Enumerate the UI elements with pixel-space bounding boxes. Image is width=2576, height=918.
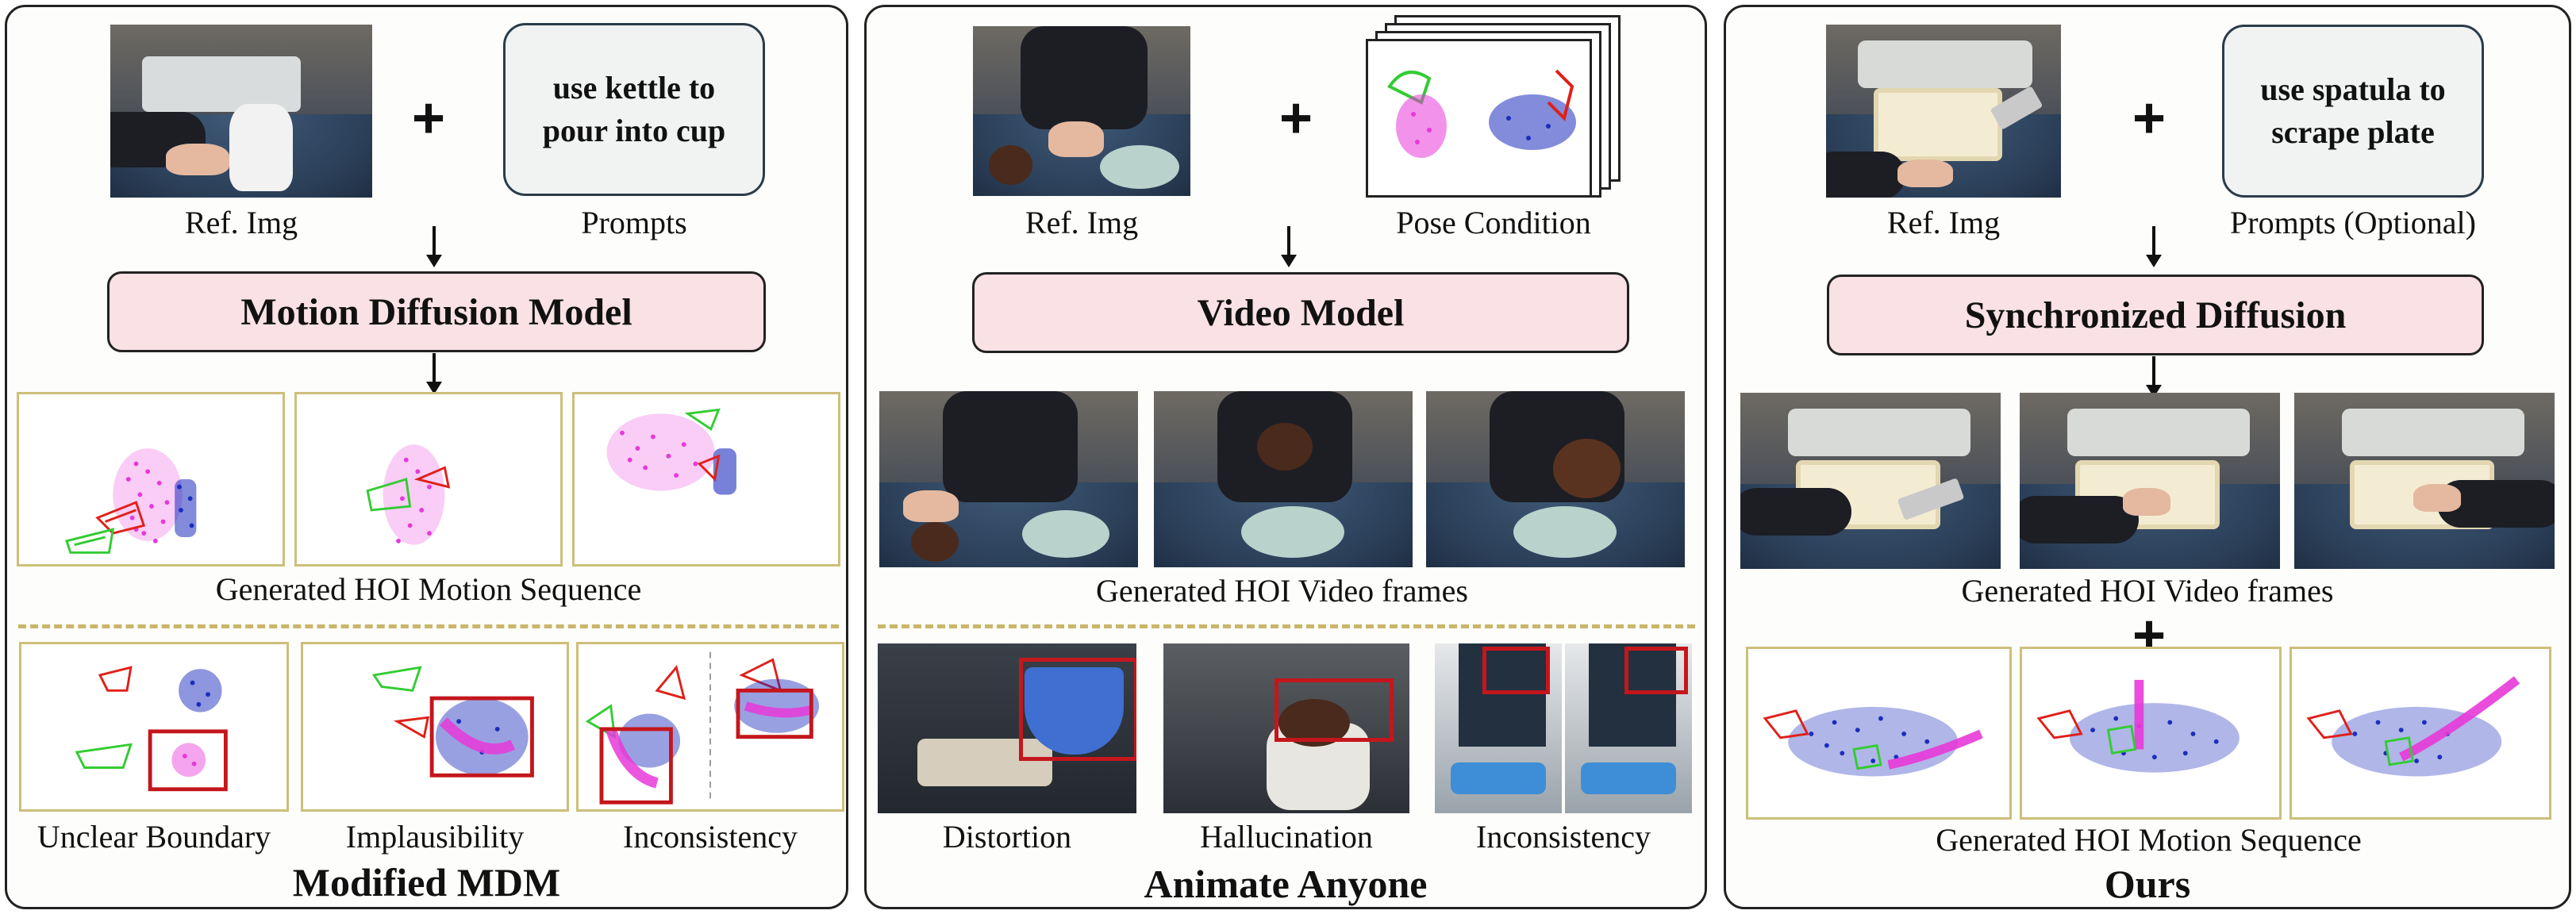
dashed-divider — [878, 624, 1695, 628]
motion-frame-3 — [2290, 647, 2551, 820]
highlight-box — [429, 696, 534, 778]
issue-frame-3 — [576, 642, 844, 812]
sequence-label: Generated HOI Motion Sequence — [1936, 822, 2362, 858]
reference-image-bowl — [973, 26, 1190, 196]
video-frame-1 — [1740, 393, 2001, 569]
down-arrow-icon — [1281, 226, 1297, 267]
issue-frame-1 — [19, 642, 289, 812]
issue-frame-inconsistency-a — [1435, 643, 1562, 813]
plus-icon: + — [412, 86, 446, 150]
motion-frame-1 — [1746, 647, 2012, 820]
issue-frame-2 — [301, 642, 569, 812]
panel-animate-anyone: Ref. Img + Pose Condition Video Model G — [864, 5, 1707, 909]
highlight-box — [599, 727, 673, 805]
prompt-box: use kettle to pour into cup — [503, 23, 765, 196]
issue-label-1: Unclear Boundary — [37, 819, 271, 855]
issue-frame-distortion — [878, 643, 1136, 813]
frames-label: Generated HOI Video frames — [1096, 573, 1468, 609]
model-label-box: Motion Diffusion Model — [107, 271, 766, 352]
frames-label: Generated HOI Video frames — [1961, 573, 2334, 609]
prompts-label: Prompts (Optional) — [2230, 205, 2476, 240]
prompts-label: Prompts — [581, 205, 687, 240]
issue-frame-hallucination — [1163, 643, 1409, 813]
panel-modified-mdm: Ref. Img + use kettle to pour into cup P… — [5, 5, 848, 909]
issue-label-2: Hallucination — [1200, 819, 1373, 855]
video-frame-3 — [2294, 393, 2555, 569]
prompt-box: use spatula to scrape plate — [2222, 25, 2484, 198]
model-label-box: Synchronized Diffusion — [1827, 275, 2484, 355]
highlight-box — [148, 729, 228, 792]
left-hand-mesh — [65, 528, 115, 554]
down-arrow-icon — [426, 226, 442, 267]
down-arrow-icon — [2146, 226, 2162, 267]
ref-img-label: Ref. Img — [184, 205, 298, 240]
panel-title: Animate Anyone — [1144, 862, 1428, 906]
pose-condition-label: Pose Condition — [1396, 205, 1591, 240]
plus-icon: + — [2132, 86, 2167, 150]
video-frame-1 — [879, 391, 1138, 567]
ref-img-label: Ref. Img — [1886, 205, 2001, 240]
highlight-box — [1019, 658, 1136, 761]
video-frame-2 — [1154, 391, 1413, 567]
video-frame-2 — [2020, 393, 2280, 569]
motion-frame-3 — [572, 392, 840, 567]
right-hand-mesh — [95, 501, 146, 535]
motion-frame-1 — [17, 392, 285, 567]
down-arrow-icon — [426, 353, 442, 394]
dashed-divider — [18, 624, 839, 628]
panel-ours: Ref. Img + use spatula to scrape plate P… — [1724, 5, 2571, 909]
model-label-box: Video Model — [972, 272, 1629, 353]
ref-img-label: Ref. Img — [1025, 205, 1139, 240]
issue-frame-inconsistency-b — [1565, 643, 1692, 813]
sequence-label: Generated HOI Motion Sequence — [215, 571, 642, 607]
issue-label-3: Inconsistency — [623, 819, 798, 855]
panel-title: Ours — [2104, 862, 2191, 906]
highlight-box — [736, 688, 813, 739]
issue-label-3: Inconsistency — [1476, 819, 1651, 855]
motion-frame-2 — [2020, 647, 2282, 820]
video-frame-3 — [1426, 391, 1685, 567]
highlight-box — [1624, 647, 1688, 694]
highlight-box — [1275, 678, 1394, 742]
highlight-box — [1482, 647, 1550, 694]
pose-condition-front — [1366, 39, 1592, 198]
object-point-cloud — [113, 448, 183, 544]
issue-label-1: Distortion — [942, 819, 1072, 855]
reference-image-kettle — [110, 25, 372, 198]
plus-icon: + — [1279, 86, 1313, 150]
issue-label-2: Implausibility — [345, 819, 525, 855]
human-point-cloud — [175, 479, 197, 537]
motion-frame-2 — [294, 392, 563, 567]
reference-image-plate — [1826, 25, 2061, 198]
down-arrow-icon — [2146, 356, 2162, 398]
pose-condition-stack — [1363, 15, 1624, 198]
panel-title: Modified MDM — [292, 860, 561, 905]
